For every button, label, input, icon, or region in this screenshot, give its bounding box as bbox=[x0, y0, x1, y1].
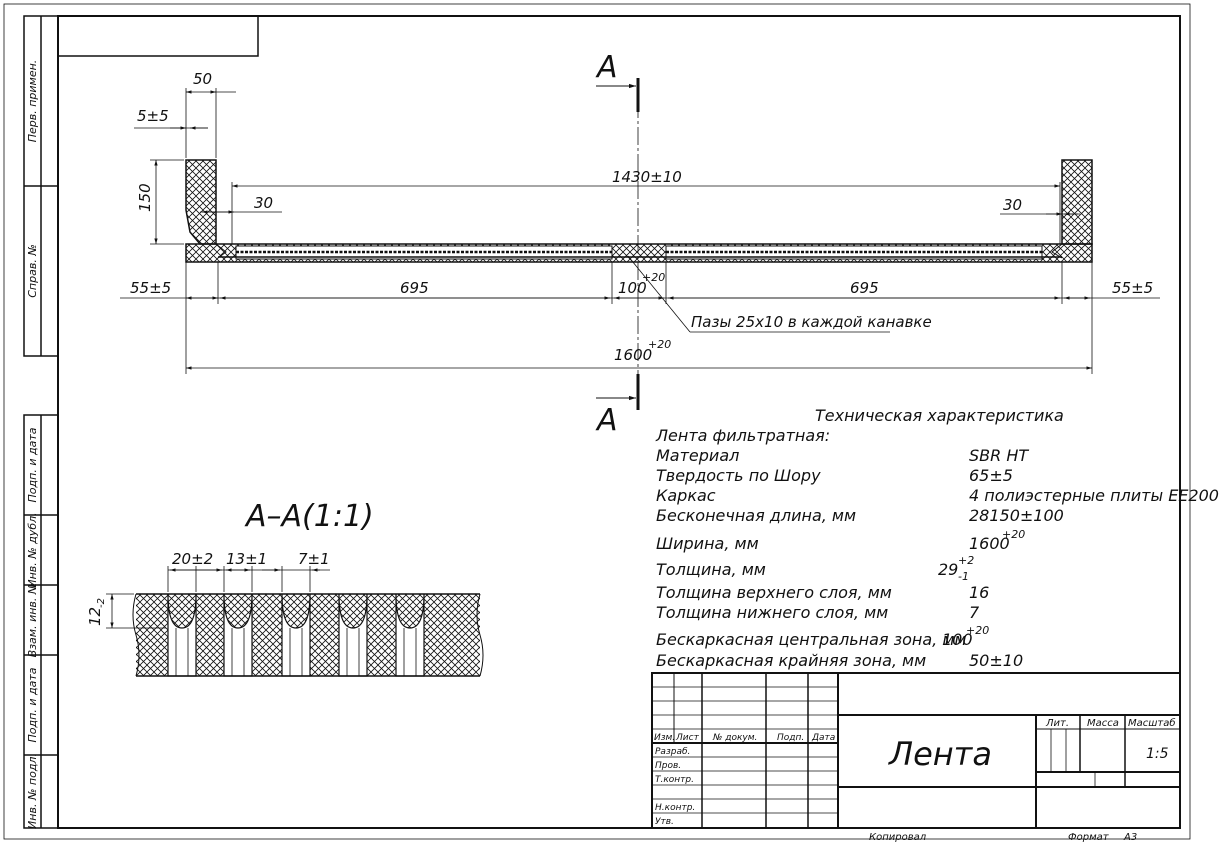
section-mark-bottom: A bbox=[595, 374, 640, 438]
spec-value: 1600 bbox=[969, 534, 1010, 553]
spec-value: 16 bbox=[969, 583, 989, 602]
tb-scale-label: Масштаб bbox=[1128, 717, 1176, 729]
side-label: Взам. инв. № bbox=[26, 583, 39, 658]
tb-row: Утв. bbox=[655, 817, 674, 827]
spec-value: 7 bbox=[969, 603, 980, 622]
tb-row: Т.контр. bbox=[655, 775, 694, 785]
specs-title: Техническая характеристика bbox=[815, 406, 1064, 425]
spec-value: 28150±100 bbox=[969, 506, 1064, 525]
dim-30-right: 30 bbox=[1003, 196, 1022, 214]
tb-scale: 1:5 bbox=[1146, 746, 1169, 762]
side-label: Подп. и дата bbox=[26, 427, 39, 502]
side-label: Инв. № дубл. bbox=[26, 512, 39, 587]
side-label: Справ. № bbox=[26, 244, 39, 298]
spec-value-sup: +20 bbox=[1002, 528, 1025, 541]
dim-100: 100 bbox=[618, 279, 647, 297]
dimension-lines bbox=[120, 88, 1160, 374]
side-label: Перв. примен. bbox=[26, 60, 39, 143]
section-title: А–А(1:1) bbox=[244, 499, 374, 534]
tb-format: А3 bbox=[1123, 832, 1137, 843]
spec-label: Бесконечная длина, мм bbox=[656, 506, 856, 525]
dim-150: 150 bbox=[136, 183, 154, 212]
tb-col-izm: Изм. bbox=[654, 733, 675, 743]
spec-label: Толщина верхнего слоя, мм bbox=[656, 583, 892, 602]
spec-value: 29 bbox=[938, 560, 958, 579]
spec-value: 50±10 bbox=[969, 651, 1023, 670]
dim-695-right: 695 bbox=[850, 279, 879, 297]
spec-value: SBR HT bbox=[969, 446, 1029, 465]
dim-20: 20±2 bbox=[172, 550, 213, 568]
spec-label: Каркас bbox=[656, 486, 716, 505]
section-aa-view: А–А(1:1) 20±2 13±1 7±1 12 -2 bbox=[86, 499, 484, 677]
tb-lit: Лит. bbox=[1045, 718, 1069, 729]
tb-col-date: Дата bbox=[811, 733, 835, 743]
side-label: Инв. № подл. bbox=[26, 753, 39, 829]
dim-30-left: 30 bbox=[254, 194, 273, 212]
dim-5-5: 5±5 bbox=[137, 107, 169, 125]
section-letter: A bbox=[595, 50, 618, 85]
side-labels: Перв. примен. Справ. № Подп. и дата Инв.… bbox=[26, 60, 39, 829]
dim-100-tol: +20 bbox=[642, 271, 665, 284]
dim-13: 13±1 bbox=[226, 550, 267, 568]
spec-value: 65±5 bbox=[969, 466, 1013, 485]
spec-value-sub: -1 bbox=[958, 570, 969, 583]
dim-7: 7±1 bbox=[298, 550, 330, 568]
title-block-texts: Изм. Лист № докум. Подп. Дата Разраб. Пр… bbox=[654, 717, 1176, 843]
dim-12-tol: -2 bbox=[96, 598, 107, 608]
leader-note: Пазы 25х10 в каждой канавке bbox=[691, 313, 932, 331]
spec-value: 4 полиэстерные плиты EE200 bbox=[969, 486, 1219, 505]
spec-label: Материал bbox=[656, 446, 739, 465]
dim-695-left: 695 bbox=[400, 279, 429, 297]
tb-mass: Масса bbox=[1087, 718, 1119, 729]
specs-subtitle: Лента фильтратная: bbox=[655, 426, 830, 445]
drawing-name: Лента bbox=[888, 735, 992, 773]
dim-50: 50 bbox=[193, 70, 212, 88]
spec-label: Бескаркасная центральная зона, мм bbox=[656, 630, 966, 649]
dim-1600-tol: +20 bbox=[648, 338, 671, 351]
tb-col-doc: № докум. bbox=[712, 733, 757, 743]
tb-format-label: Формат bbox=[1068, 832, 1110, 843]
section-mark-top: A bbox=[595, 50, 640, 112]
spec-label: Твердость по Шору bbox=[656, 466, 821, 485]
tb-row: Н.контр. bbox=[655, 803, 695, 813]
spec-label: Бескаркасная крайняя зона, мм bbox=[656, 651, 926, 670]
belt-section-view bbox=[185, 100, 1093, 390]
spec-value-sup: +2 bbox=[958, 554, 974, 567]
tb-row: Разраб. bbox=[655, 747, 690, 757]
spec-label: Ширина, мм bbox=[656, 534, 759, 553]
side-label: Подп. и дата bbox=[26, 667, 39, 742]
spec-value-sup: +20 bbox=[966, 624, 989, 637]
dim-55-right: 55±5 bbox=[1112, 279, 1153, 297]
spec-label: Толщина нижнего слоя, мм bbox=[656, 603, 888, 622]
sheet-frame bbox=[3, 3, 1191, 840]
technical-specs: Техническая характеристика Лента фильтра… bbox=[655, 406, 1219, 670]
dim-12: 12 bbox=[86, 607, 104, 626]
dim-1600: 1600 bbox=[614, 346, 652, 364]
tb-col-list: Лист bbox=[675, 733, 700, 743]
dim-55-left: 55±5 bbox=[130, 279, 171, 297]
dimension-texts: 50 5±5 150 1430±10 30 30 55±5 695 100 +2… bbox=[130, 70, 1153, 364]
spec-value: 100 bbox=[942, 630, 973, 649]
title-block bbox=[651, 672, 1181, 829]
spec-label: Толщина, мм bbox=[656, 560, 766, 579]
dim-1430: 1430±10 bbox=[612, 168, 682, 186]
section-letter: A bbox=[595, 403, 618, 438]
tb-col-sign: Подп. bbox=[777, 733, 804, 743]
tb-row: Пров. bbox=[655, 761, 681, 771]
tb-copied: Копировал bbox=[869, 832, 927, 843]
